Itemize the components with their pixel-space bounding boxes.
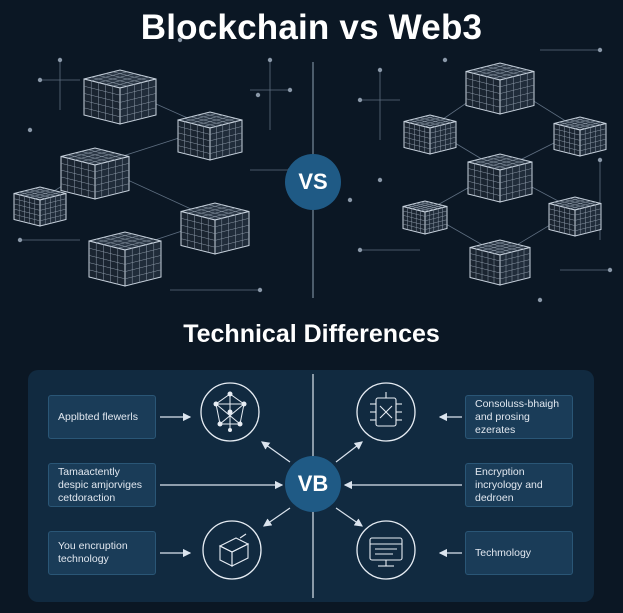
block-cube-right-1: [465, 62, 535, 115]
arrow-diag-3: [263, 507, 291, 527]
block-cube-right-6: [548, 196, 602, 237]
network-illustration: [13, 37, 613, 303]
block-cube-right-2: [403, 114, 457, 155]
block-cube-left-1: [83, 69, 157, 125]
terminal-icon: [356, 520, 416, 580]
right-box-2: Encryption incryology and dedroen: [465, 463, 573, 507]
vs-label: VS: [298, 169, 328, 194]
block-cube-right-3: [553, 116, 607, 157]
left-box-1: Applbted flewerls: [48, 395, 156, 439]
chip-icon: [356, 382, 416, 442]
right-box-1: Consoluss-bhaigh and prosing ezerates: [465, 395, 573, 439]
block-cube-left-4: [13, 186, 67, 227]
chip-glyph: [370, 392, 402, 427]
cube-icon: [202, 520, 262, 580]
block-cube-left-5: [180, 202, 250, 255]
block-cube-right-4: [467, 153, 533, 203]
vb-badge: [285, 456, 341, 512]
arrow-diag-1: [261, 441, 291, 463]
block-cube-right-7: [469, 239, 531, 286]
vb-label: VB: [297, 471, 329, 496]
page-title: Blockchain vs Web3: [140, 8, 483, 47]
block-cube-left-2: [60, 147, 130, 200]
block-cube-left-3: [177, 111, 243, 161]
cube-glyph: [218, 533, 250, 567]
network-icon: [200, 382, 260, 442]
arrow-diag-2: [335, 441, 363, 463]
vs-badge: [285, 154, 341, 210]
terminal-glyph: [369, 537, 403, 567]
left-box-3: You encruption technology: [48, 531, 156, 575]
network-glyph: [215, 393, 245, 430]
block-cube-left-6: [88, 231, 162, 287]
block-cube-right-5: [402, 200, 448, 235]
right-box-3: Techmology: [465, 531, 573, 575]
section-title: Technical Differences: [183, 320, 440, 348]
arrow-diag-4: [335, 507, 363, 527]
left-box-2: Tamaactently despic amjorviges cetdoract…: [48, 463, 156, 507]
